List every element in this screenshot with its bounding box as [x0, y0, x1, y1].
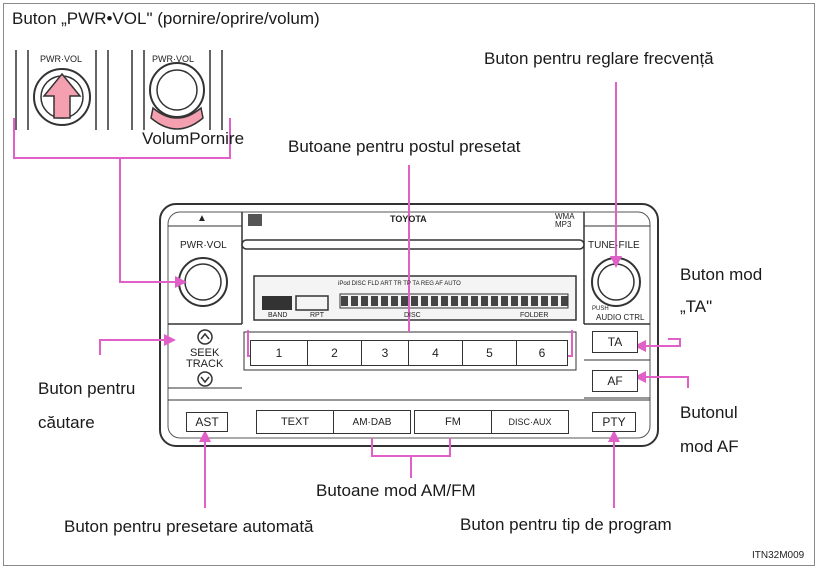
disc-aux-button[interactable]: DISC·AUX: [491, 410, 569, 434]
figure-code: ITN32M009: [752, 550, 805, 561]
label-program-type: Buton pentru tip de program: [460, 515, 672, 534]
pwr-vol-label: PWR·VOL: [180, 240, 227, 251]
lcd-top-indicators: iPod DISC FLD ART TR TP TA REG AF AUTO: [338, 281, 461, 287]
preset-button-1[interactable]: 1: [250, 340, 308, 366]
push-arrow-icon: [42, 72, 82, 119]
label-amfm-modes: Butoane mod AM/FM: [316, 481, 476, 500]
inset-label-pwr-vol-1: PWR·VOL: [40, 54, 83, 64]
inset-volume-knob: [15, 50, 109, 130]
preset-button-5[interactable]: 5: [462, 340, 517, 366]
tune-file-label: TUNE·FILE: [588, 240, 640, 251]
seek-down-icon: [197, 371, 213, 387]
lcd-band: BAND: [268, 312, 288, 319]
label-volum: VolumPornire: [142, 129, 245, 148]
af-button[interactable]: AF: [592, 370, 638, 392]
label-pwr-vol-title: Buton „PWR•VOL" (pornire/oprire/volum): [12, 9, 320, 28]
lcd-disc: DISC: [404, 312, 421, 319]
text-button[interactable]: TEXT: [256, 410, 334, 434]
label-seek-2: căutare: [38, 413, 95, 432]
fm-button[interactable]: FM: [414, 410, 492, 434]
push-label: PUSH: [592, 306, 609, 312]
label-ta-mode-1: Buton mod: [680, 265, 763, 284]
label-seek-1: Buton pentru: [38, 379, 136, 398]
label-af-mode-2: mod AF: [680, 437, 739, 456]
label-auto-preset: Buton pentru presetare automată: [64, 517, 314, 536]
pty-button[interactable]: PTY: [592, 412, 636, 432]
callout-arrowheads: [164, 256, 646, 442]
seek-up-icon: [197, 329, 213, 345]
rotate-arrow-icon: [150, 106, 204, 130]
inset-power-knob: [131, 50, 223, 130]
ast-button[interactable]: AST: [186, 412, 228, 432]
figure-frame: [3, 3, 815, 566]
preset-button-4[interactable]: 4: [408, 340, 463, 366]
preset-button-2[interactable]: 2: [307, 340, 362, 366]
am-dab-button[interactable]: AM·DAB: [333, 410, 411, 434]
inset-label-pwr-vol-2: PWR·VOL: [152, 54, 195, 64]
eject-icon[interactable]: ▲: [197, 213, 207, 224]
brand-logo: TOYOTA: [390, 214, 427, 224]
audio-ctrl-label: AUDIO CTRL: [596, 313, 645, 322]
label-af-mode-1: Butonul: [680, 403, 738, 422]
preset-button-6[interactable]: 6: [516, 340, 568, 366]
lcd-folder: FOLDER: [520, 312, 549, 319]
cd-slot: [241, 239, 585, 250]
ta-button[interactable]: TA: [592, 331, 638, 353]
label-ta-mode-2: „TA": [680, 297, 713, 316]
preset-button-3[interactable]: 3: [361, 340, 409, 366]
label-preset-stations: Butoane pentru postul presetat: [288, 137, 521, 156]
lcd-rpt: RPT: [310, 312, 324, 319]
label-frequency-tuning: Buton pentru reglare frecvență: [484, 49, 714, 68]
